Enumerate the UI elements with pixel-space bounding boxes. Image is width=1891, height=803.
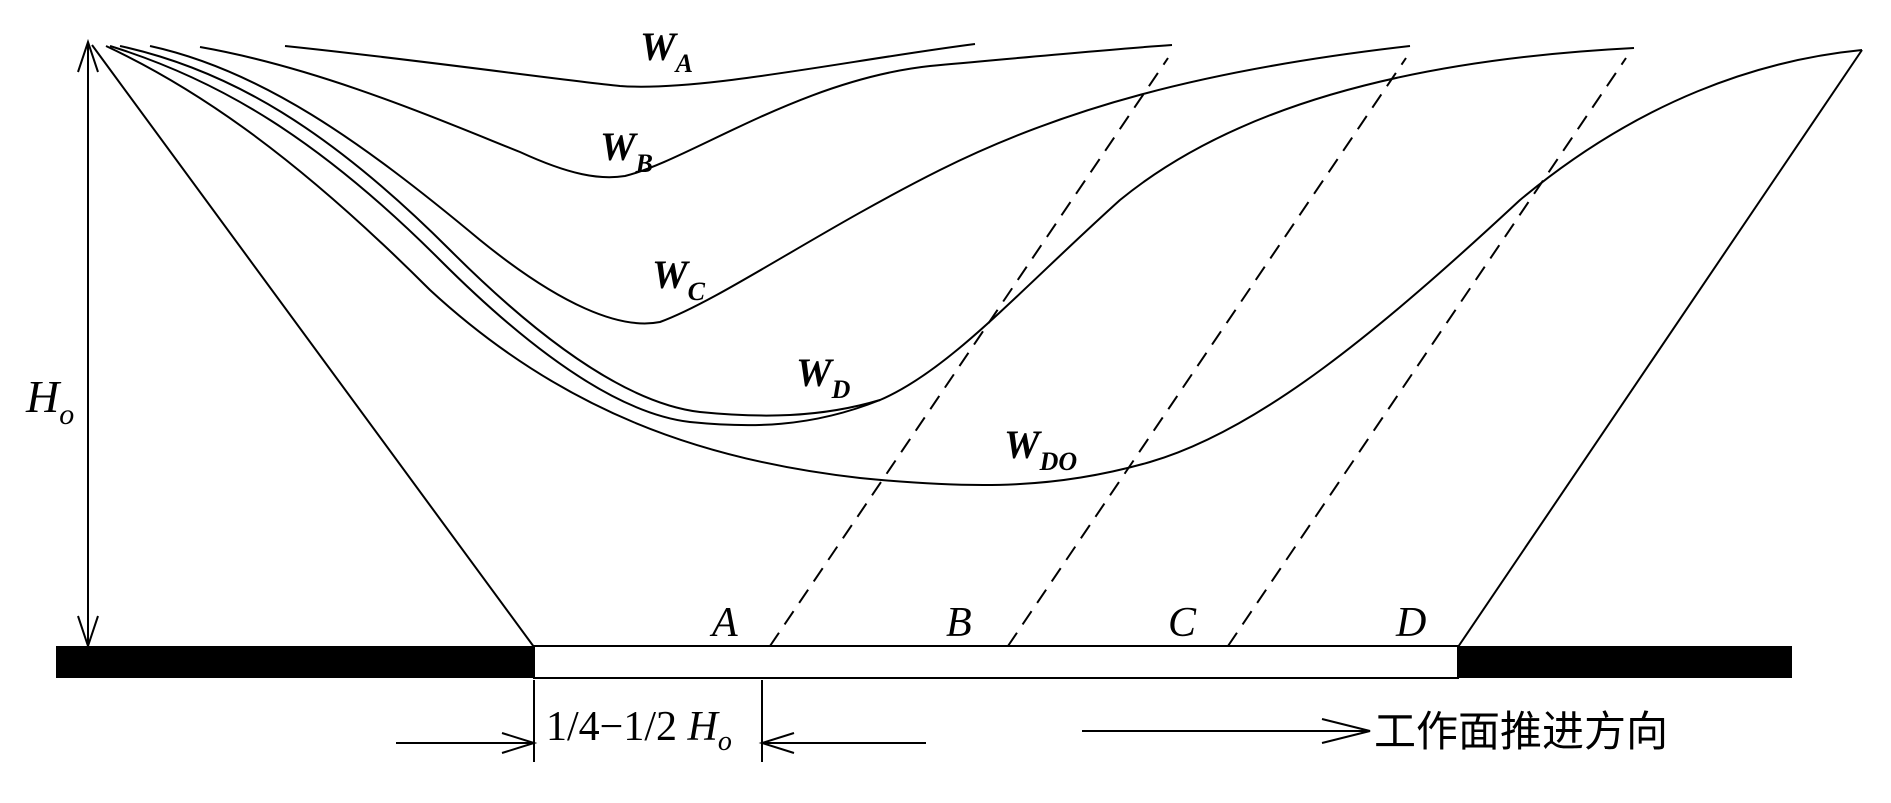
curve-label-wc: WC [652, 252, 706, 306]
curve-wb [199, 44, 1173, 179]
face-line-a [769, 57, 1169, 647]
mined-out-goaf [533, 645, 1459, 679]
curve-label-wa: WA [640, 24, 693, 78]
height-dimension [77, 38, 99, 650]
face-label-a: A [709, 600, 738, 646]
curve-wd-parallel [109, 45, 881, 427]
curve-label-wdo: WDO [1004, 422, 1077, 476]
curve-wdo [105, 45, 1863, 487]
face-line-c [1227, 57, 1627, 647]
advance-direction-arrow [1082, 718, 1371, 744]
advance-direction-label: 工作面推进方向 [1374, 707, 1668, 756]
curve-label-wd: WD [796, 350, 851, 404]
face-label-b: B [946, 600, 972, 646]
face-line-b [1007, 57, 1407, 647]
curve-wd [119, 45, 1635, 417]
coal-seam-right [1458, 646, 1792, 678]
curve-wc [149, 45, 1411, 325]
height-label: Ho [25, 371, 74, 431]
face-lines [769, 57, 1627, 647]
curve-label-wb: WB [600, 124, 653, 178]
coal-seam-left [56, 646, 534, 678]
draw-line-right [1457, 49, 1863, 648]
distance-label: 1/4−1/2 Ho [546, 704, 732, 757]
face-label-d: D [1395, 600, 1426, 646]
distance-dimension [396, 680, 926, 762]
curve-wa [284, 43, 976, 88]
face-label-c: C [1168, 600, 1197, 646]
draw-line-left [91, 44, 535, 648]
subsidence-curves [105, 43, 1863, 487]
